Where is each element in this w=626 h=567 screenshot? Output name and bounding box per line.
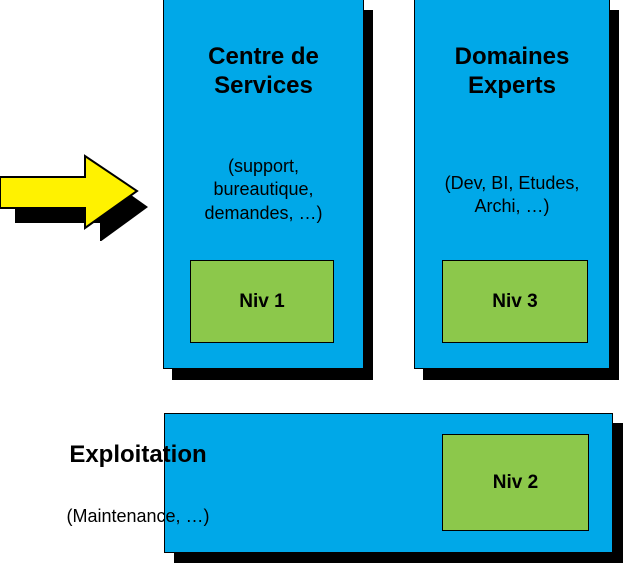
level-box-niv-2[interactable]: Niv 2 <box>442 434 589 531</box>
level-label: Niv 2 <box>492 471 539 493</box>
level-box-niv-3[interactable]: Niv 3 <box>442 260 588 343</box>
right-arrow-body <box>0 154 139 230</box>
right-arrow <box>0 146 150 241</box>
exploitation-title: Exploitation <box>0 440 276 469</box>
subtitle-line-2: Archi, …) <box>474 196 550 217</box>
subtitle-line-1: (Dev, BI, Etudes, <box>444 173 580 193</box>
title-line-2: Services <box>214 72 313 100</box>
level-box-niv-1[interactable]: Niv 1 <box>190 260 334 343</box>
level-label: Niv 1 <box>239 290 285 312</box>
subtitle-line-1: (support, <box>227 156 300 176</box>
exploitation-subtitle: (Maintenance, …) <box>0 505 276 528</box>
subtitle-line-1: (Maintenance, …) <box>66 506 210 526</box>
centre-de-services-subtitle: (support, bureautique, demandes, …) <box>164 155 363 225</box>
right-arrow-icon <box>0 154 148 241</box>
title-line-1: Domaines <box>454 43 570 70</box>
subtitle-line-2: bureautique, <box>213 179 314 200</box>
title-line-1: Exploitation <box>69 441 207 468</box>
centre-de-services-title: Centre de Services <box>164 42 363 101</box>
title-line-1: Centre de <box>208 43 319 70</box>
domaines-experts-title: Domaines Experts <box>415 42 609 101</box>
level-label: Niv 3 <box>492 290 538 312</box>
domaines-experts-subtitle: (Dev, BI, Etudes, Archi, …) <box>415 172 609 219</box>
title-line-2: Experts <box>467 72 557 100</box>
subtitle-line-3: demandes, …) <box>204 202 323 223</box>
